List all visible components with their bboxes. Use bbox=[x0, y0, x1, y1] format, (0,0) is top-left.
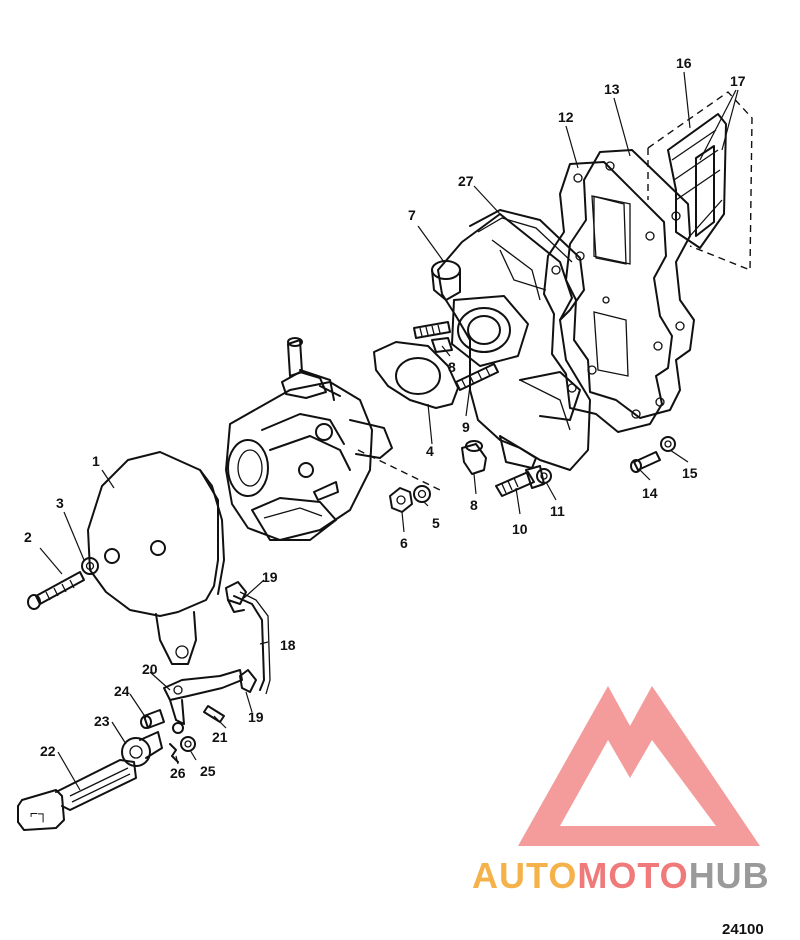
leader-lines bbox=[39, 71, 739, 791]
callout-13: 13 bbox=[604, 81, 620, 97]
spacer-23 bbox=[121, 731, 163, 767]
watermark-text: AUTOMOTOHUB bbox=[472, 855, 770, 896]
callout-25: 25 bbox=[200, 763, 216, 779]
drawing-code: 24100 bbox=[722, 921, 764, 938]
silencer-cover-1 bbox=[87, 451, 225, 665]
gasket-4 bbox=[373, 341, 459, 409]
watermark-hub: HUB bbox=[689, 855, 770, 896]
callout-2: 2 bbox=[24, 529, 32, 545]
watermark-moto: MOTO bbox=[577, 855, 688, 896]
callout-24: 24 bbox=[114, 683, 130, 699]
callout-7: 7 bbox=[408, 207, 416, 223]
callout-5: 5 bbox=[432, 515, 440, 531]
callout-11: 11 bbox=[550, 503, 565, 519]
stud-8-upper bbox=[413, 321, 453, 353]
callout-16: 16 bbox=[676, 55, 692, 71]
pin-21 bbox=[203, 705, 225, 723]
callout-4: 4 bbox=[426, 443, 434, 459]
callout-17: 17 bbox=[730, 73, 746, 89]
callout-27: 27 bbox=[458, 173, 474, 189]
intake-manifold-7 bbox=[431, 213, 591, 471]
choke-lever-20 bbox=[163, 669, 243, 734]
watermark-logo bbox=[518, 686, 760, 846]
callout-23: 23 bbox=[94, 713, 110, 729]
gasket-27 bbox=[469, 209, 585, 321]
reed-block-assembly bbox=[647, 91, 753, 272]
bolt-2 bbox=[27, 571, 85, 610]
callout-6: 6 bbox=[400, 535, 408, 551]
callout-26: 26 bbox=[170, 765, 186, 781]
adapter-plate-12 bbox=[543, 161, 673, 433]
spring-26 bbox=[169, 743, 179, 763]
callout-1: 1 bbox=[92, 453, 100, 469]
callout-8-lower: 8 bbox=[470, 497, 478, 513]
callout-8-upper: 8 bbox=[448, 359, 456, 375]
washer-25 bbox=[180, 736, 196, 752]
watermark-auto: AUTO bbox=[472, 855, 577, 896]
callout-10: 10 bbox=[512, 521, 528, 537]
washer-3 bbox=[81, 557, 99, 575]
knob-glyph: ⌐┐ bbox=[30, 805, 48, 823]
watermark-triangle-icon bbox=[518, 686, 760, 846]
stud-8-lower bbox=[461, 440, 487, 475]
clip-19-upper bbox=[227, 599, 245, 613]
washer-11 bbox=[536, 468, 552, 484]
washer-5 bbox=[413, 485, 431, 503]
callout-21: 21 bbox=[212, 729, 228, 745]
choke-knob-22: ⌐┐ bbox=[17, 759, 137, 831]
callout-19-lower: 19 bbox=[248, 709, 264, 725]
callout-22: 22 bbox=[40, 743, 56, 759]
callout-3: 3 bbox=[56, 495, 64, 511]
callout-labels: 1 2 3 4 5 6 7 8 9 10 11 12 13 14 15 16 1… bbox=[24, 55, 746, 781]
carburetor bbox=[225, 337, 441, 541]
clip-19-lower bbox=[239, 669, 257, 693]
callout-18: 18 bbox=[280, 637, 296, 653]
callout-20: 20 bbox=[142, 661, 158, 677]
screw-14 bbox=[630, 451, 661, 473]
choke-link-rod-18 bbox=[225, 581, 271, 695]
screw-24 bbox=[140, 709, 165, 729]
bolt-10 bbox=[495, 465, 545, 497]
nut-6 bbox=[389, 487, 413, 513]
callout-15: 15 bbox=[682, 465, 698, 481]
washer-15 bbox=[660, 436, 676, 452]
callout-9: 9 bbox=[462, 419, 470, 435]
gasket-13 bbox=[565, 149, 695, 419]
callout-14: 14 bbox=[642, 485, 658, 501]
callout-12: 12 bbox=[558, 109, 574, 125]
stud-9 bbox=[455, 363, 499, 391]
callout-19-upper: 19 bbox=[262, 569, 278, 585]
